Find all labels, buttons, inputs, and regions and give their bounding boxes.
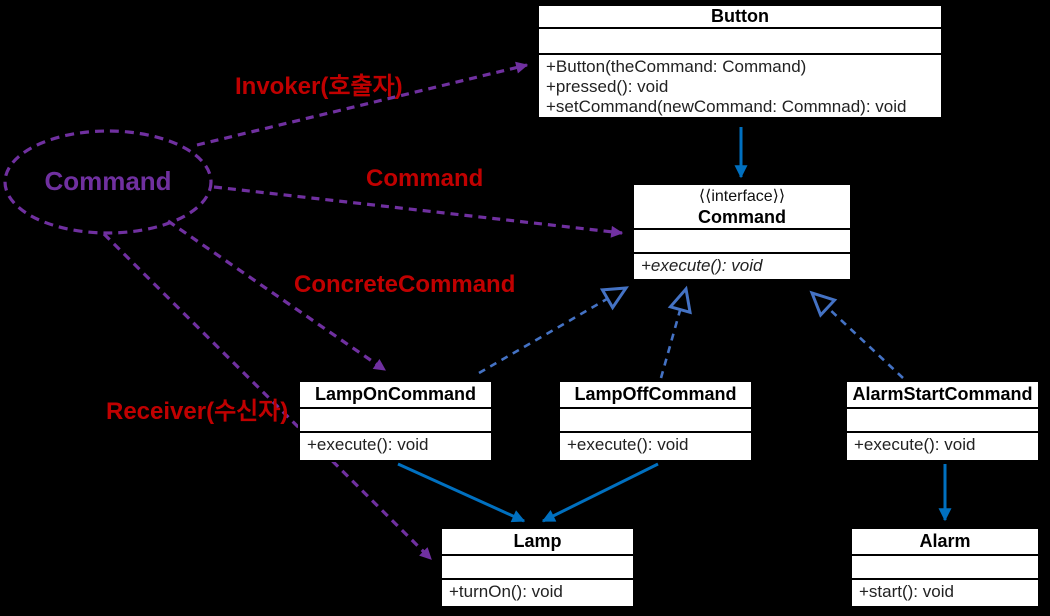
method-line: +execute(): void <box>641 256 763 275</box>
edge-label-concrete-command: ConcreteCommand <box>294 271 516 298</box>
class-box-command-interface: ⟨⟨interface⟩⟩ Command +execute(): void <box>632 183 852 281</box>
interface-name: Command <box>697 206 786 227</box>
class-attrs-lamp-off-command <box>560 409 751 433</box>
class-attrs-button <box>539 29 941 55</box>
method-line: +execute(): void <box>307 435 429 454</box>
class-attrs-lamp-on-command <box>300 409 491 433</box>
edge-label-command: Command <box>366 165 484 192</box>
method-line: +execute(): void <box>854 435 976 454</box>
edge-label-invoker: Invoker(호출자) <box>235 73 403 100</box>
edge-command-arrow <box>213 185 624 238</box>
class-box-button: Button +Button(theCommand: Command) +pre… <box>537 4 943 119</box>
class-methods-alarm-start-command: +execute(): void <box>847 433 1038 455</box>
class-attrs-lamp <box>442 556 633 580</box>
class-methods-button: +Button(theCommand: Command) +pressed():… <box>539 55 941 117</box>
class-title-button: Button <box>539 6 941 29</box>
class-box-lamp-on-command: LampOnCommand +execute(): void <box>298 380 493 462</box>
class-title-lamp-off-command: LampOffCommand <box>560 382 751 409</box>
class-box-lamp-off-command: LampOffCommand +execute(): void <box>558 380 753 462</box>
lampoff-realizes-command-arrow <box>659 285 692 379</box>
class-box-alarm: Alarm +start(): void <box>850 527 1040 608</box>
lampoff-to-lamp-arrow <box>541 462 659 523</box>
edge-concrete-command-arrow <box>167 219 386 372</box>
edge-receiver-arrow <box>102 232 433 561</box>
alarmstart-realizes-command-arrow <box>809 290 904 379</box>
class-box-lamp: Lamp +turnOn(): void <box>440 527 635 608</box>
lampon-realizes-command-arrow <box>478 286 629 375</box>
method-line: +pressed(): void <box>546 77 669 96</box>
edge-label-receiver: Receiver(수신자) <box>106 398 289 425</box>
class-attrs-command-interface <box>634 230 850 254</box>
method-line: +Button(theCommand: Command) <box>546 57 807 76</box>
command-ellipse-label: Command <box>44 166 172 196</box>
method-line: +start(): void <box>859 582 954 601</box>
class-attrs-alarm-start-command <box>847 409 1038 433</box>
class-title-alarm: Alarm <box>852 529 1038 556</box>
lampon-to-lamp-arrow <box>397 462 526 523</box>
class-methods-command-interface: +execute(): void <box>634 254 850 276</box>
command-ellipse-outline <box>3 129 213 235</box>
class-title-command-interface: ⟨⟨interface⟩⟩ Command <box>634 185 850 230</box>
method-line: +turnOn(): void <box>449 582 563 601</box>
interface-stereotype: ⟨⟨interface⟩⟩ <box>698 187 786 205</box>
class-box-alarm-start-command: AlarmStartCommand +execute(): void <box>845 380 1040 462</box>
class-title-alarm-start-command: AlarmStartCommand <box>847 382 1038 409</box>
class-methods-lamp-off-command: +execute(): void <box>560 433 751 455</box>
class-title-lamp: Lamp <box>442 529 633 556</box>
edge-invoker-arrow <box>196 61 529 147</box>
method-line: +setCommand(newCommand: Commnad): void <box>546 97 907 116</box>
class-methods-lamp-on-command: +execute(): void <box>300 433 491 455</box>
class-title-lamp-on-command: LampOnCommand <box>300 382 491 409</box>
class-methods-alarm: +start(): void <box>852 580 1038 602</box>
method-line: +execute(): void <box>567 435 689 454</box>
class-methods-lamp: +turnOn(): void <box>442 580 633 602</box>
class-attrs-alarm <box>852 556 1038 580</box>
